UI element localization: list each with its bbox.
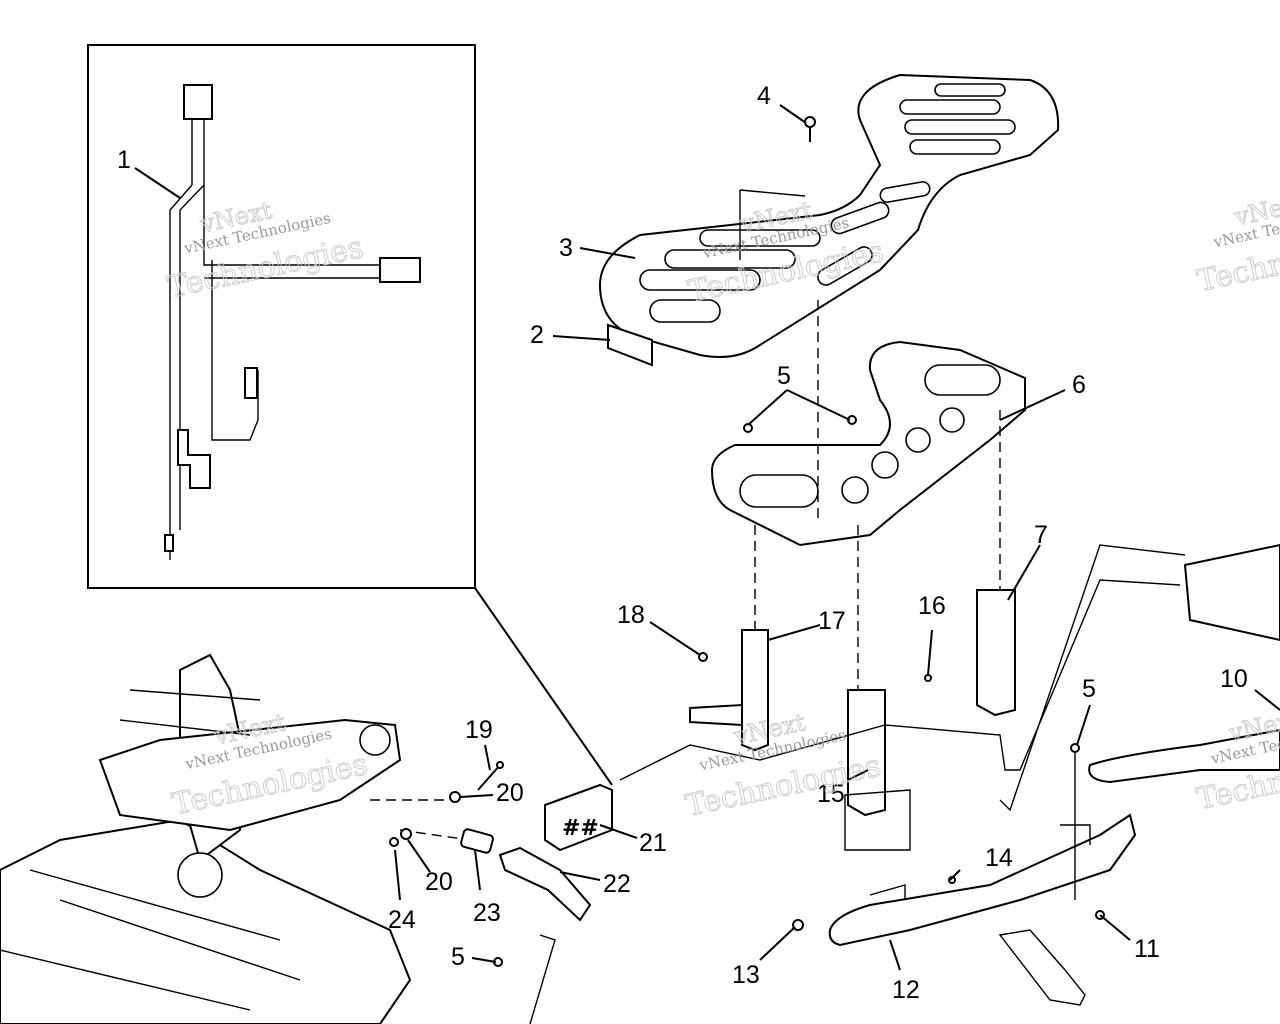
callout-2: 2 — [530, 321, 544, 349]
callout-21: 21 — [639, 829, 667, 857]
screw-16[interactable] — [924, 674, 932, 682]
callout-4: 4 — [757, 82, 771, 110]
bracket-22[interactable] — [498, 846, 592, 922]
rack-slots — [639, 83, 1016, 323]
rear-rack[interactable] — [598, 73, 1060, 358]
callout-5-rail: 5 — [1082, 675, 1096, 703]
callout-13: 13 — [732, 961, 760, 989]
callout-11: 11 — [1134, 935, 1160, 963]
frame-outline — [619, 544, 1186, 812]
callout-15: 15 — [817, 780, 845, 808]
frame-rail-12[interactable] — [828, 813, 1137, 947]
callout-24: 24 — [388, 906, 416, 934]
callout-12: 12 — [892, 976, 920, 1004]
inset-leader — [474, 587, 613, 786]
callout-17: 17 — [818, 607, 846, 635]
bracket-lower — [998, 929, 1086, 1006]
screw-18[interactable] — [698, 652, 708, 662]
plate-screws[interactable] — [743, 415, 857, 433]
callout-16: 16 — [918, 592, 946, 620]
harness-inset — [87, 44, 613, 786]
callout-5-plate: 5 — [777, 362, 791, 390]
callout-10: 10 — [1220, 665, 1248, 693]
bracket-7[interactable] — [976, 589, 1016, 717]
callout-23: 23 — [473, 899, 501, 927]
vehicle-frame — [0, 653, 412, 1024]
callout-labels: 1 2 3 4 5 6 7 5 10 11 12 13 14 15 16 17 … — [117, 82, 1248, 1004]
callout-5-lower: 5 — [451, 943, 465, 971]
callout-1: 1 — [117, 146, 131, 174]
svg-text:##: ## — [562, 816, 599, 841]
watermarks: vNext vNext Technologies Technologies vN… — [164, 188, 1280, 824]
callout-19: 19 — [465, 716, 493, 744]
callout-20-upper: 20 — [496, 779, 524, 807]
rail-part-10[interactable] — [1088, 728, 1280, 784]
bolt-11[interactable] — [1074, 750, 1105, 920]
callout-6: 6 — [1072, 371, 1086, 399]
callout-7: 7 — [1034, 521, 1048, 549]
bracket-17[interactable] — [689, 629, 769, 752]
bolt-19[interactable] — [477, 761, 504, 791]
screw-5b[interactable] — [1070, 743, 1080, 753]
callout-3: 3 — [559, 234, 573, 262]
bracket-15[interactable] — [844, 689, 911, 851]
callout-20-lower: 20 — [425, 868, 453, 896]
screw-part[interactable] — [804, 116, 816, 142]
wiring-harness[interactable] — [164, 84, 421, 560]
alignment-lines — [370, 300, 1001, 841]
mounting-plate[interactable] — [710, 340, 1026, 547]
washer-20a[interactable] — [449, 791, 461, 803]
callout-18: 18 — [617, 601, 645, 629]
nut-24[interactable] — [389, 837, 399, 847]
screw-5c[interactable] — [493, 934, 556, 1024]
callout-14: 14 — [985, 844, 1013, 872]
bolt-13[interactable] — [792, 919, 804, 931]
inset-frame — [87, 44, 476, 589]
leader-lines — [134, 104, 1280, 971]
washer-20b[interactable] — [400, 828, 412, 840]
callout-22: 22 — [603, 870, 631, 898]
bushing-23[interactable] — [460, 828, 494, 854]
front-rack-partial — [1183, 543, 1280, 642]
